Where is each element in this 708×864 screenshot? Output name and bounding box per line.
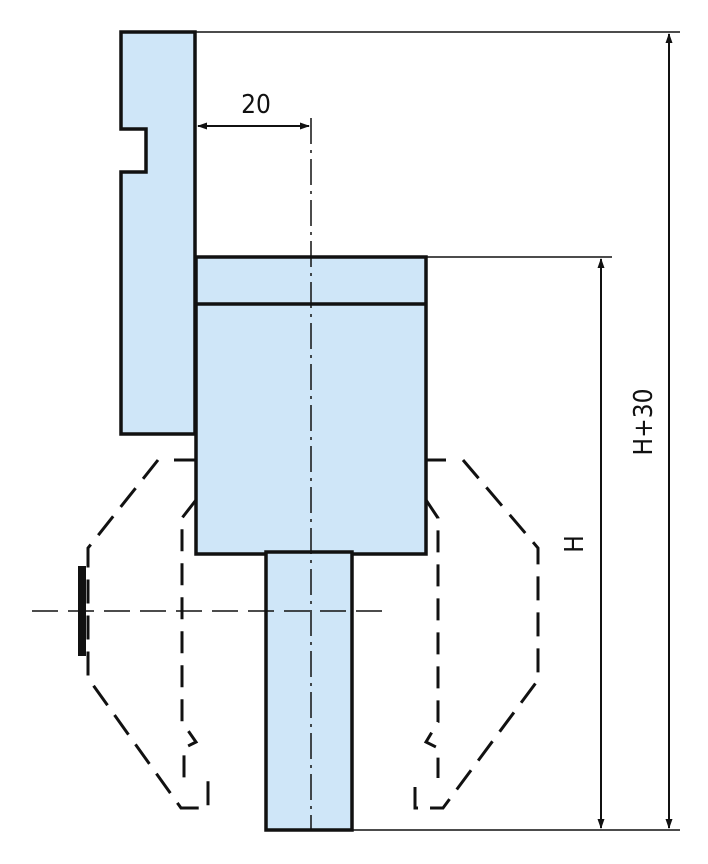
shank — [264, 550, 354, 832]
holder-plate — [119, 30, 197, 436]
left-jaw-outer-outline — [86, 459, 210, 810]
dimension-20-label: 20 — [241, 90, 271, 120]
dimension-h-label: H — [560, 535, 590, 553]
left-jaw-inner-outline — [180, 499, 199, 778]
right-jaw-outer-outline — [413, 459, 540, 810]
right-jaw-inner-outline — [423, 499, 440, 778]
dimension-h30-label: H+30 — [629, 389, 659, 456]
